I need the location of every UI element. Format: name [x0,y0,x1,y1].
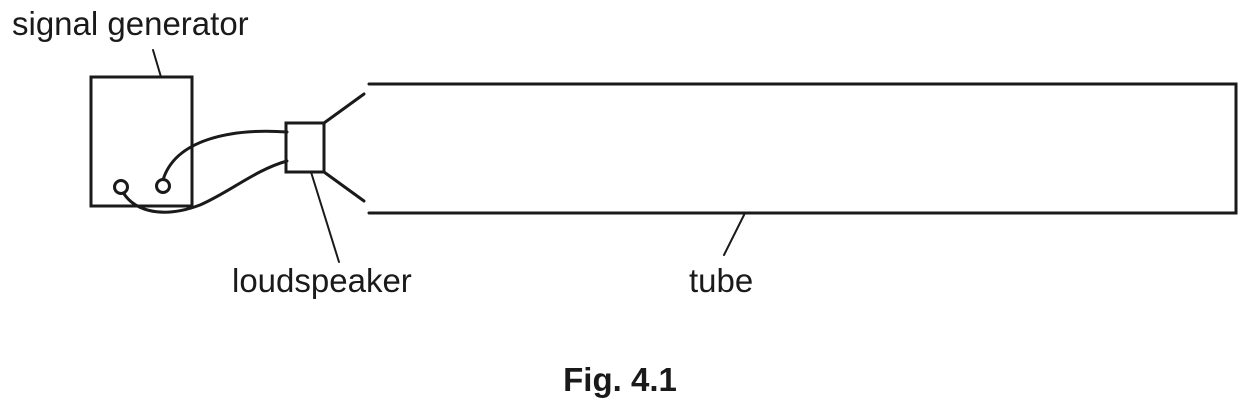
signal-generator-label: signal generator [12,5,249,42]
tube-pointer [723,212,746,256]
signal-generator-pointer [152,49,162,78]
loudspeaker-cone-lower [322,170,366,203]
wire-upper [161,129,289,182]
tube [367,82,1238,215]
loudspeaker-cone-upper [322,92,366,125]
loudspeaker-body [284,121,326,174]
figure-caption: Fig. 4.1 [563,361,677,398]
signal-generator-box [89,75,194,208]
wire-lower [119,159,289,214]
tube-label: tube [689,262,753,299]
terminal-left [113,179,129,195]
loudspeaker-label: loudspeaker [232,262,412,299]
loudspeaker-pointer [310,171,340,263]
terminal-right [155,178,171,194]
